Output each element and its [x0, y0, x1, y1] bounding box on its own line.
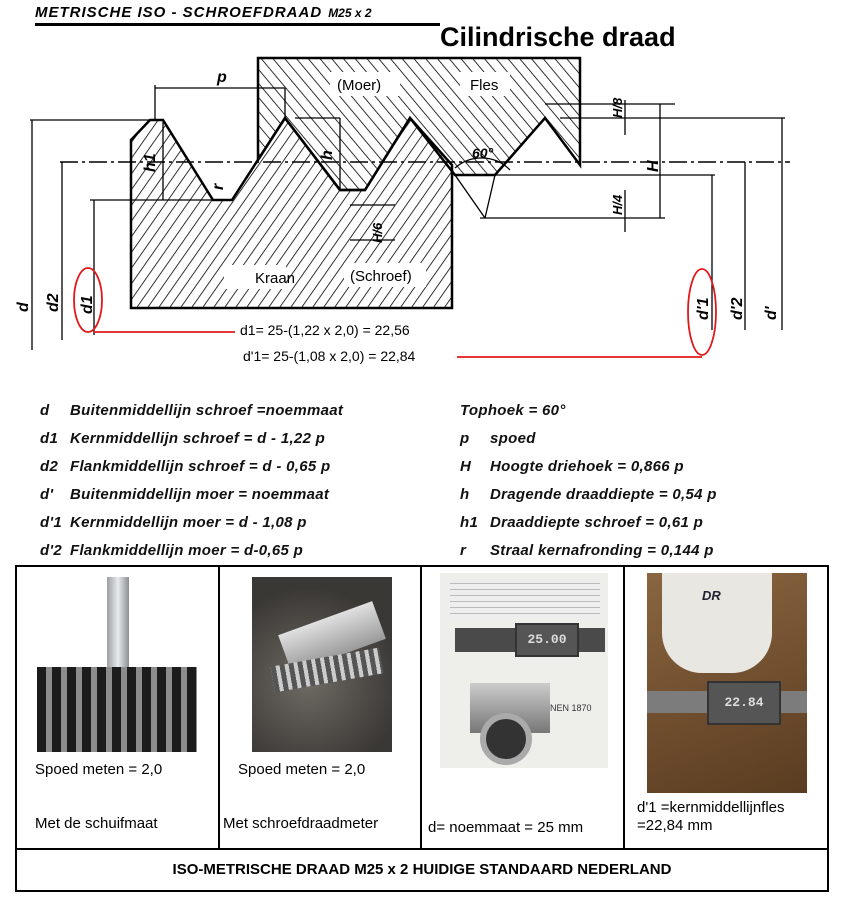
legend-row: H Hoogte driehoek = 0,866 p [460, 453, 717, 481]
label-d: d [15, 301, 32, 312]
legend-symbol: d'2 [40, 542, 62, 559]
photo-caliper-on-thread [37, 577, 197, 752]
legend-text: Tophoek = 60° [460, 402, 566, 419]
photo-panel-core-diameter: DR 22.84 d'1 =kernmiddellijnfles =22,84 … [623, 565, 829, 850]
photo-caliper-valve: 25.00 NEN 1870 [440, 573, 608, 768]
label-r: r [210, 183, 227, 190]
label-d2: d2 [45, 293, 62, 312]
legend-row: d'2 Flankmiddellijn moer = d-0,65 p [40, 537, 343, 565]
legend-symbol: p [460, 430, 470, 447]
label-H8: H/8 [610, 97, 625, 118]
caption-outer-diameter: d= noemmaat = 25 mm [428, 819, 584, 836]
label-fles: Fles [470, 77, 498, 94]
legend-symbol: h [460, 486, 470, 503]
caption-method-2: Met schroefdraadmeter [223, 815, 379, 832]
label-schroef: (Schroef) [350, 268, 412, 285]
legend-row: h Dragende draaddiepte = 0,54 p [460, 481, 717, 509]
sheet-label: NEN 1870 [550, 703, 592, 713]
legend-row: r Straal kernafronding = 0,144 p [460, 537, 717, 565]
formula-dp1: d'1= 25-(1,08 x 2,0) = 22,84 [243, 348, 416, 364]
photo-panel-thread-gauge: Spoed meten = 2,0 Met schroefdraadmeter [218, 565, 422, 850]
subtitle: Cilindrische draad [440, 22, 676, 52]
label-dp2: d'2 [729, 297, 746, 320]
legend-text: Buitenmiddellijn schroef =noemmaat [70, 402, 344, 419]
label-d1: d1 [79, 295, 96, 314]
caliper-readout-2284: 22.84 [707, 681, 781, 725]
legend-symbol: h1 [460, 514, 479, 531]
caption-pitch-1: Spoed meten = 2,0 [35, 761, 163, 778]
legend-row: h1 Draaddiepte schroef = 0,61 p [460, 509, 717, 537]
legend-symbol: d2 [40, 458, 59, 475]
caption-pitch-2: Spoed meten = 2,0 [238, 761, 366, 778]
legend-right: Tophoek = 60° p spoed H Hoogte driehoek = … [460, 397, 717, 565]
legend-symbol: d' [40, 486, 54, 503]
legend-text: Flankmiddellijn schroef = d - 0,65 p [70, 458, 331, 475]
photo-caliper-bottle: DR 22.84 [647, 573, 807, 793]
label-moer: (Moer) [337, 77, 381, 94]
label-h1: h1 [142, 153, 159, 172]
bottle-mark: DR [702, 588, 721, 603]
legend-symbol: H [460, 458, 472, 475]
label-H: H [645, 160, 662, 172]
label-dp: d' [763, 305, 780, 320]
legend-text: spoed [490, 430, 536, 447]
caption-core-diameter: d'1 =kernmiddellijnfles [637, 799, 785, 816]
photo-panel-caliper-pitch: Spoed meten = 2,0 Met de schuifmaat [15, 565, 220, 850]
legend-row: d2 Flankmiddellijn schroef = d - 0,65 p [40, 453, 343, 481]
legend-row: d' Buitenmiddellijn moer = noemmaat [40, 481, 343, 509]
formula-d1: d1= 25-(1,22 x 2,0) = 22,56 [240, 322, 410, 338]
thread-profile-diagram: Kraan (Schroef) (Moer) Fles p 60° h1 h r… [15, 56, 790, 358]
label-H6: H/6 [370, 222, 385, 243]
legend-text: Kernmiddellijn schroef = d - 1,22 p [70, 430, 326, 447]
legend-row: d1 Kernmiddellijn schroef = d - 1,22 p [40, 425, 343, 453]
label-angle: 60° [472, 145, 494, 161]
footer-standard: ISO-METRISCHE DRAAD M25 x 2 HUIDIGE STAN… [15, 848, 829, 892]
photo-panel-outer-diameter: 25.00 NEN 1870 d= noemmaat = 25 mm [420, 565, 625, 850]
caption-method-1: Met de schuifmaat [35, 815, 158, 832]
legend-symbol: r [460, 542, 467, 559]
legend-text: Buitenmiddellijn moer = noemmaat [70, 486, 330, 503]
legend-row: p spoed [460, 425, 717, 453]
label-H4: H/4 [610, 194, 625, 215]
caption-core-value: =22,84 mm [637, 817, 713, 834]
legend-symbol: d'1 [40, 514, 62, 531]
red-highlights [73, 267, 717, 358]
photo-thread-gauge [252, 577, 392, 752]
legend-text: Straal kernafronding = 0,144 p [490, 542, 714, 559]
legend-row: d'1 Kernmiddellijn moer = d - 1,08 p [40, 509, 343, 537]
title-text: METRISCHE ISO - SCHROEFDRAAD [35, 4, 323, 21]
d1-highlight-circle [73, 267, 103, 333]
legend-text: Draaddiepte schroef = 0,61 p [490, 514, 704, 531]
caliper-readout-25: 25.00 [515, 623, 579, 657]
drawing-title: METRISCHE ISO - SCHROEFDRAAD M25 x 2 [35, 4, 440, 26]
label-p: p [216, 69, 227, 86]
legend-text: Hoogte driehoek = 0,866 p [490, 458, 684, 475]
label-h: h [319, 150, 336, 160]
label-dp1: d'1 [695, 297, 712, 320]
legend-symbol: d1 [40, 430, 59, 447]
dp1-highlight-circle [687, 268, 717, 356]
label-kraan: Kraan [255, 270, 295, 287]
legend-text: Kernmiddellijn moer = d - 1,08 p [70, 514, 307, 531]
legend-row: d Buitenmiddellijn schroef =noemmaat [40, 397, 343, 425]
legend-symbol: d [40, 402, 50, 419]
legend-text: Dragende draaddiepte = 0,54 p [490, 486, 717, 503]
thread-size: M25 x 2 [328, 6, 372, 20]
legend-row: Tophoek = 60° [460, 397, 717, 425]
legend-text: Flankmiddellijn moer = d-0,65 p [70, 542, 304, 559]
